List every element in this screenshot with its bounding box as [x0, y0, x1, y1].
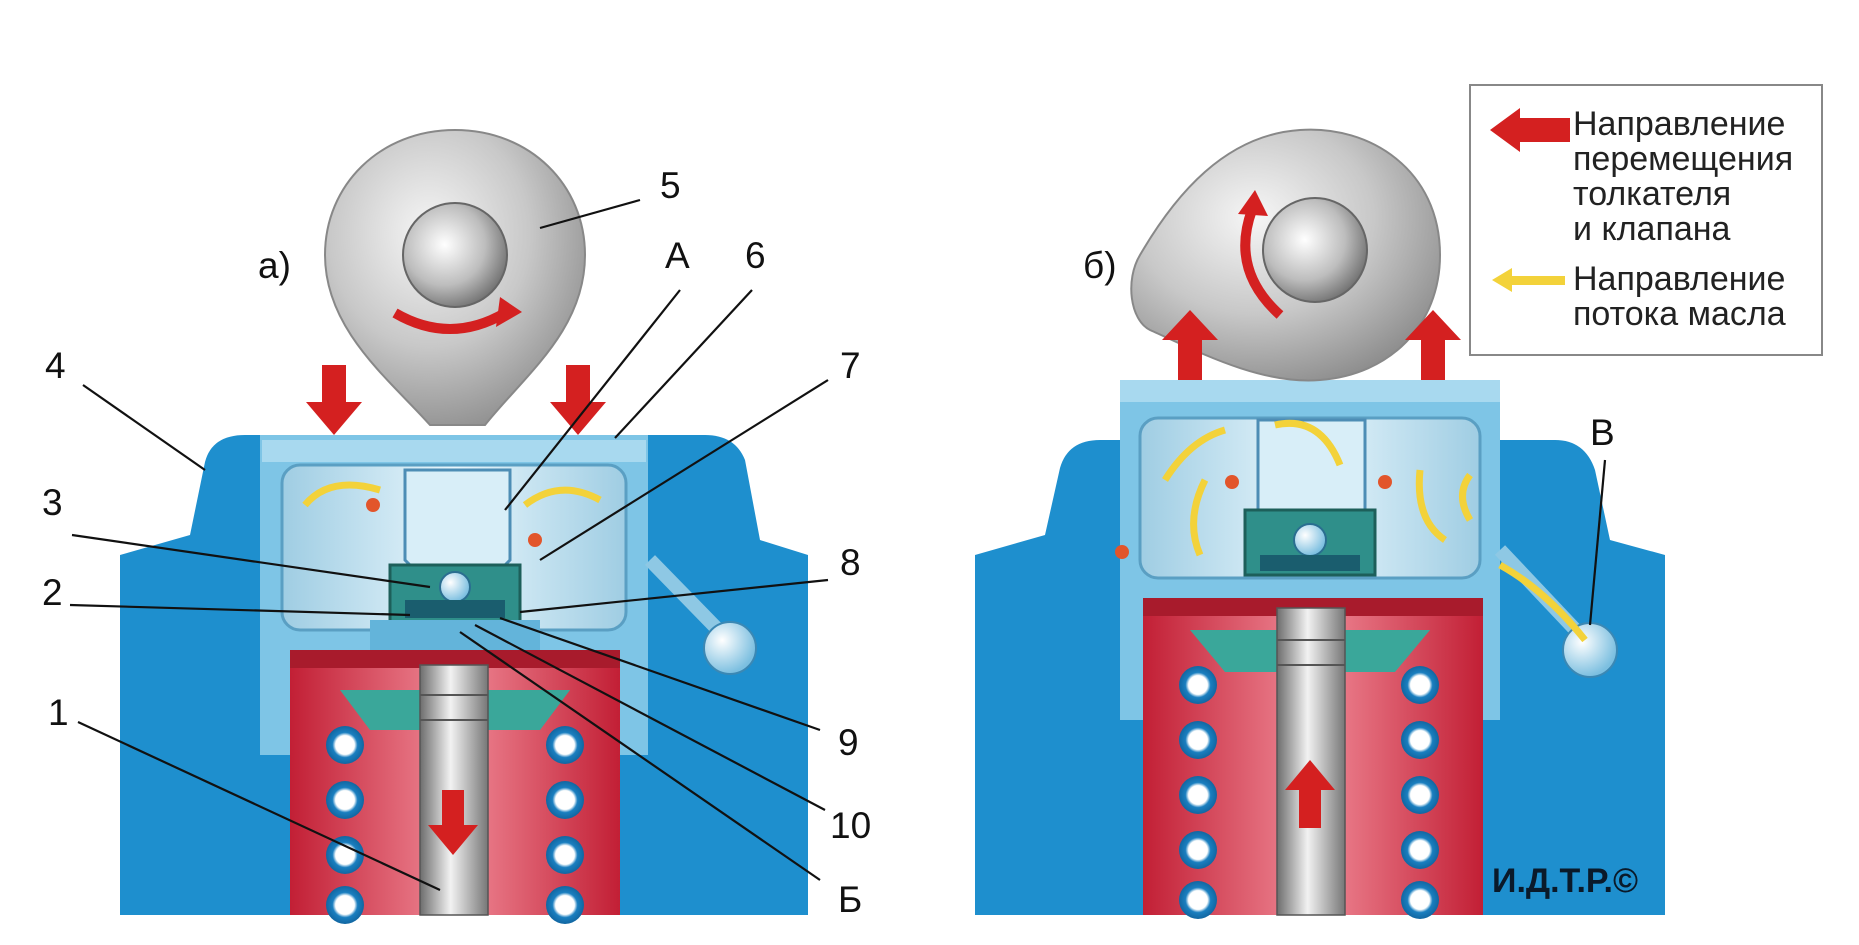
callout-B: Б: [838, 879, 862, 920]
cam-rotation-arrow-a: [392, 308, 508, 334]
stem-arrow-up-b: [1285, 760, 1335, 828]
legend-valve-line-4: и клапана: [1573, 210, 1731, 248]
panel-b-label: б): [1083, 245, 1117, 286]
oil-gallery-ball-b: [1562, 622, 1618, 678]
push-arrow-left-a: [306, 365, 362, 435]
cam-rotation-arrow-b: [1240, 208, 1284, 319]
lift-arrow-left-b: [1162, 310, 1218, 380]
oil-flow-arrows-a: [302, 481, 602, 508]
callout-2: 2: [42, 572, 63, 613]
legend-valve-line-2: перемещения: [1573, 140, 1793, 178]
camshaft-hub-a: [402, 202, 508, 308]
callout-labels: а) б) 4 3 2 1 5 А 6 7 8 9 10 Б В: [42, 165, 1615, 920]
check-ball-b: [1293, 523, 1327, 557]
callout-5: 5: [660, 165, 681, 206]
plunger-a: [403, 468, 512, 577]
callout-3: 3: [42, 482, 63, 523]
legend: Направление перемещения толкателя и клап…: [1469, 84, 1823, 356]
stem-arrow-down-a: [428, 790, 478, 855]
panel-a: [120, 128, 808, 924]
callout-V: В: [1590, 412, 1615, 453]
watermark: И.Д.Т.Р.©: [1492, 862, 1638, 900]
oil-flow-arrows-b: [1162, 419, 1588, 643]
legend-red-arrow-icon: [1490, 108, 1570, 152]
legend-oil-line-1: Направление: [1573, 260, 1785, 298]
callout-1: 1: [48, 692, 69, 733]
push-arrow-right-a: [550, 365, 606, 435]
callout-4: 4: [45, 345, 66, 386]
callout-9: 9: [838, 722, 859, 763]
camshaft-hub-b: [1262, 197, 1368, 303]
legend-valve-line-1: Направление: [1573, 105, 1785, 143]
panel-b: [975, 128, 1665, 919]
spring-coils-b: [1179, 666, 1439, 919]
leader-lines: [69, 198, 1607, 891]
callout-8: 8: [840, 542, 861, 583]
lift-arrow-right-b: [1405, 310, 1461, 380]
legend-yellow-arrow-icon: [1492, 268, 1565, 292]
callout-7: 7: [840, 345, 861, 386]
panel-a-label: а): [258, 245, 291, 286]
legend-oil-line-2: потока масла: [1573, 295, 1786, 333]
callout-10: 10: [830, 805, 871, 846]
callout-A: А: [665, 235, 690, 276]
callout-6: 6: [745, 235, 766, 276]
plunger-b: [1256, 418, 1367, 522]
spring-coils-a: [326, 726, 584, 924]
legend-valve-line-3: толкателя: [1573, 175, 1731, 213]
check-ball-a: [439, 571, 471, 603]
oil-gallery-ball-a: [703, 621, 757, 675]
